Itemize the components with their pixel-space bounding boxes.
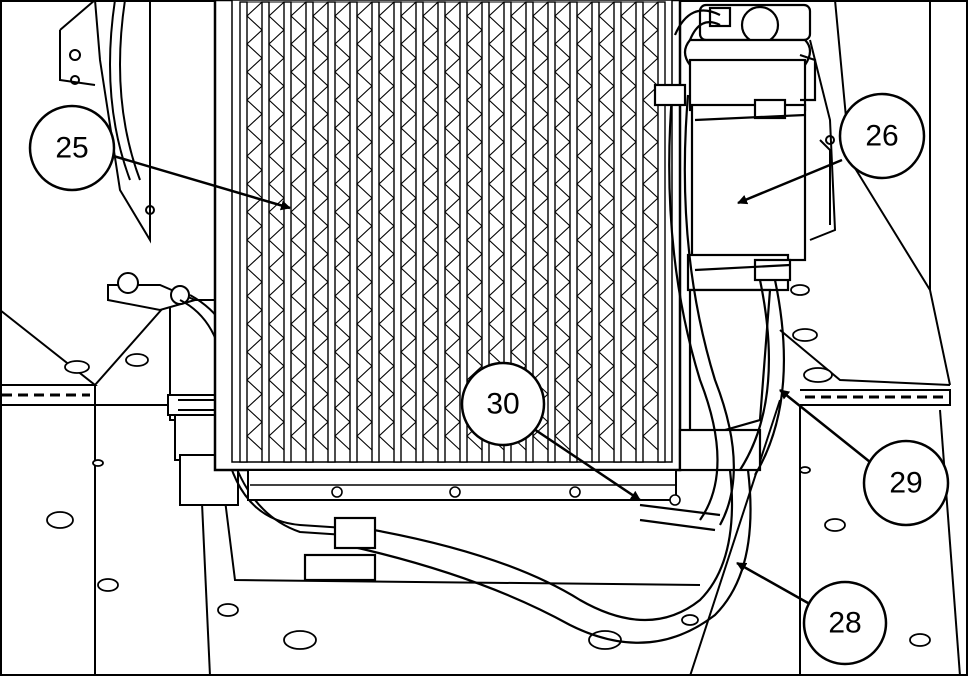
condenser-fin: [422, 1, 440, 451]
condenser-tube: [481, 1, 490, 463]
callout-26: 26: [838, 92, 926, 180]
condenser-tube: [525, 1, 534, 463]
condenser-fin: [334, 1, 352, 451]
condenser-tube: [349, 1, 358, 463]
left-bracket: [59, 0, 155, 244]
callout-28-label: 28: [828, 607, 861, 640]
callout-26-label: 26: [865, 120, 898, 153]
condenser-fin: [598, 1, 616, 451]
condenser-tube: [239, 1, 248, 463]
condenser-fin: [400, 1, 418, 451]
condenser-fin: [620, 1, 638, 451]
condenser-tube: [613, 1, 622, 463]
condenser-tube: [393, 1, 402, 463]
condenser-tube: [283, 1, 292, 463]
leader-26: [737, 158, 843, 205]
condenser-fin: [378, 1, 396, 451]
condenser-fin: [356, 1, 374, 451]
condenser-tube: [635, 1, 644, 463]
frame-edge-texture: [2, 393, 948, 399]
condenser-fin: [576, 1, 594, 451]
callout-29: 29: [862, 439, 950, 527]
leader-30: [527, 423, 641, 502]
right-bracket: [809, 39, 837, 241]
condenser-tube: [569, 1, 578, 463]
leader-28: [736, 561, 809, 605]
callout-25-label: 25: [55, 132, 88, 165]
refrigerant-hoses: [303, 9, 817, 644]
condenser-tube: [657, 1, 666, 463]
condenser-tube: [547, 1, 556, 463]
condenser-tube: [305, 1, 314, 463]
condenser-tube: [261, 1, 270, 463]
leader-25: [109, 153, 291, 211]
condenser-tube: [459, 1, 468, 463]
condenser-bolts: [331, 486, 681, 506]
callout-30: 30: [460, 361, 546, 447]
condenser-fin: [444, 1, 462, 451]
callout-30-label: 30: [486, 388, 519, 421]
condenser-tube: [327, 1, 336, 463]
condenser-fin: [290, 1, 308, 451]
condenser-fin: [532, 1, 550, 451]
condenser-fin: [268, 1, 286, 451]
callout-25: 25: [28, 104, 116, 192]
callout-28: 28: [802, 580, 888, 666]
condenser-tube: [503, 1, 512, 463]
condenser-tube: [371, 1, 380, 463]
condenser-tubes: [239, 1, 666, 463]
leader-lines: [109, 153, 871, 605]
condenser-fin: [554, 1, 572, 451]
condenser-tube: [415, 1, 424, 463]
condenser-fin: [642, 1, 660, 451]
leader-29: [779, 389, 871, 463]
condenser-fin: [312, 1, 330, 451]
condenser-tube: [591, 1, 600, 463]
condenser-fin: [246, 1, 264, 451]
callout-29-label: 29: [889, 467, 922, 500]
condenser-tube: [437, 1, 446, 463]
